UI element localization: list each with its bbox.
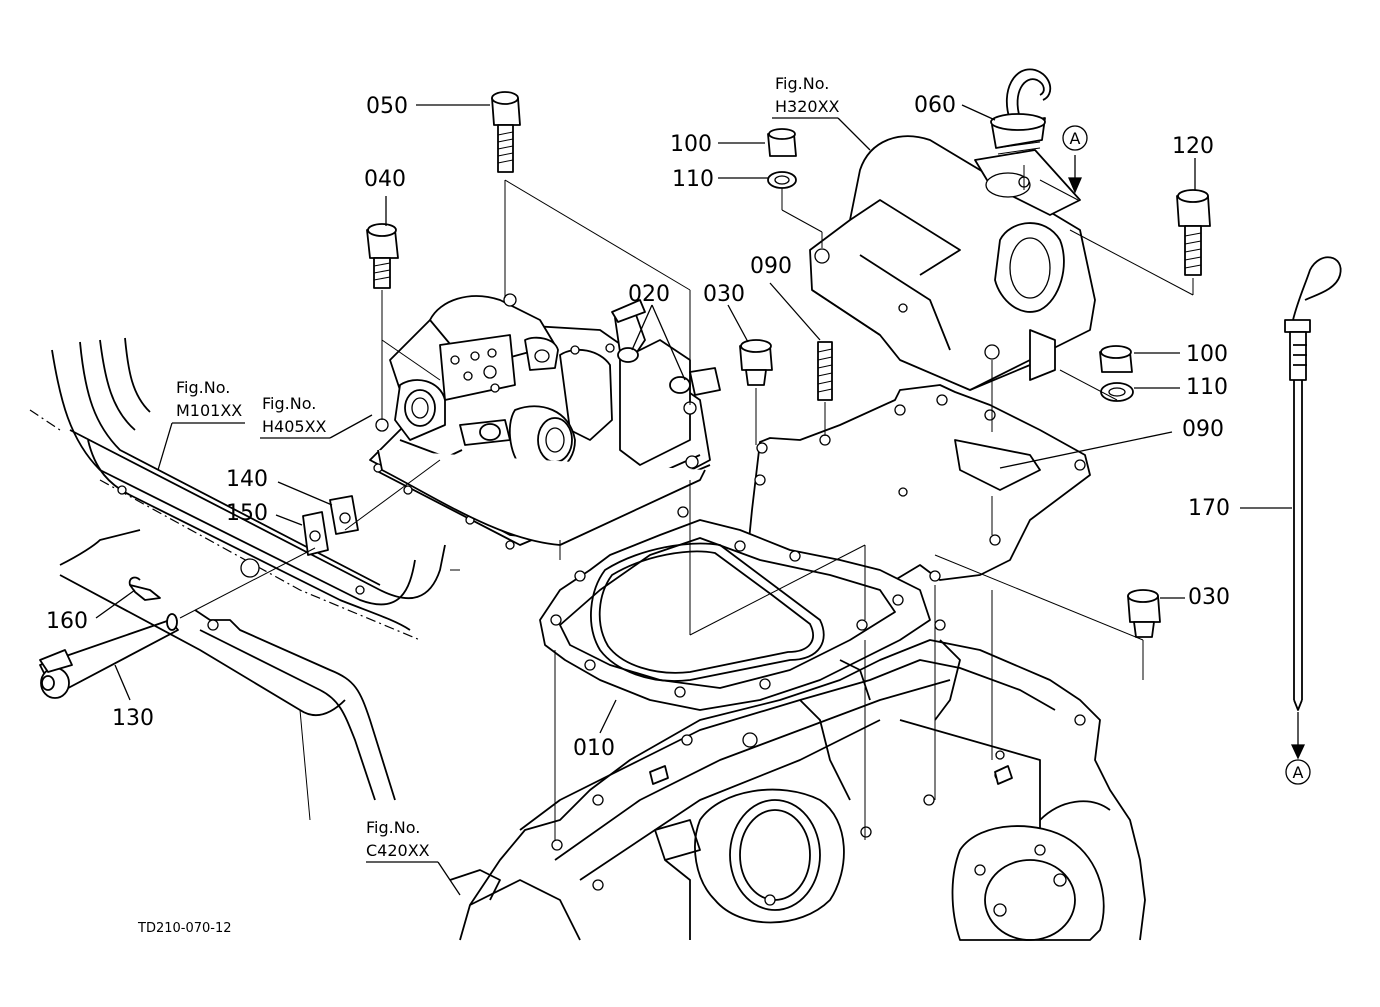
callout-130: 130: [112, 706, 154, 731]
callout-150: 150: [226, 501, 268, 526]
fig-ref-h320-title: Fig.No.: [775, 74, 829, 93]
view-marker-bottom: A: [1285, 759, 1311, 785]
view-marker-bottom-label: A: [1293, 763, 1304, 782]
bolt-050: [491, 91, 521, 173]
callout-060: 060: [914, 93, 956, 118]
cap-060: [990, 68, 1052, 155]
housing-h320: [809, 135, 1096, 391]
callout-140: 140: [226, 467, 268, 492]
callout-090-lower: 090: [1182, 417, 1224, 442]
callout-120: 120: [1172, 134, 1214, 159]
callout-160: 160: [46, 609, 88, 634]
callout-010: 010: [573, 736, 615, 761]
washer-110-upper: [767, 171, 797, 189]
drawing-code: TD210-070-12: [137, 921, 232, 936]
fig-ref-h405-code: H405XX: [262, 417, 327, 436]
stud-090-upper: [817, 341, 833, 401]
callout-110-upper: 110: [672, 167, 714, 192]
callout-050: 050: [366, 94, 408, 119]
case-c420: [449, 619, 1146, 941]
callout-090-upper: 090: [750, 254, 792, 279]
callout-170: 170: [1188, 496, 1230, 521]
washer-140: [329, 495, 359, 535]
fig-ref-c420-title: Fig.No.: [366, 818, 420, 837]
dipstick-170: [1284, 256, 1342, 711]
plate-090-gasket-010: [539, 384, 1091, 711]
nut-100-lower: [1099, 345, 1133, 373]
assembly-lines: [179, 165, 1194, 840]
fig-ref-c420-code: C420XX: [366, 841, 430, 860]
valve-block: [369, 293, 711, 550]
fig-ref-h320-code: H320XX: [775, 97, 840, 116]
pin-130: [39, 529, 346, 821]
plate-150: [302, 511, 329, 556]
view-marker-top: A: [1062, 125, 1088, 151]
bolt-030-upper: [739, 339, 773, 386]
fittings-020: [611, 299, 721, 396]
leader-lines: [95, 104, 1306, 896]
bolt-030-lower: [1127, 589, 1161, 638]
callout-100-lower: 100: [1186, 342, 1228, 367]
callout-100-upper: 100: [670, 132, 712, 157]
bolt-120: [1176, 189, 1211, 276]
view-marker-top-label: A: [1070, 129, 1081, 148]
bolt-040: [366, 223, 399, 289]
callout-040: 040: [364, 167, 406, 192]
fig-ref-h405-title: Fig.No.: [262, 394, 316, 413]
callout-020: 020: [628, 282, 670, 307]
callout-030-lower: 030: [1188, 585, 1230, 610]
callout-110-lower: 110: [1186, 375, 1228, 400]
fig-ref-m101-code: M101XX: [176, 401, 242, 420]
frame-m101: [29, 337, 446, 801]
callout-030-upper: 030: [703, 282, 745, 307]
washer-110-lower: [1100, 382, 1134, 402]
nut-100-upper: [767, 128, 797, 157]
fig-ref-m101-title: Fig.No.: [176, 378, 230, 397]
